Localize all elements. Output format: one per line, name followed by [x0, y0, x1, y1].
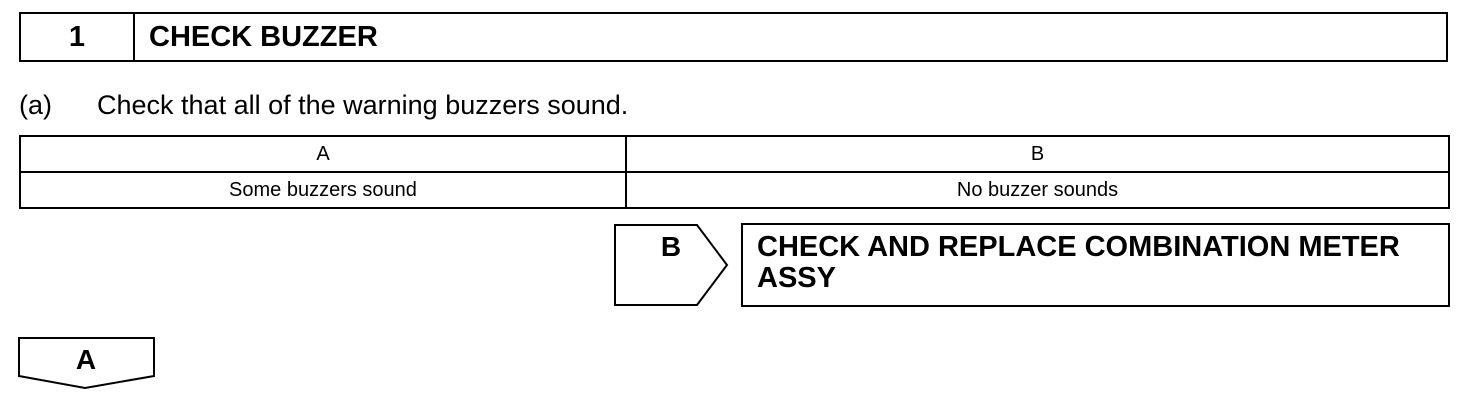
- branch-b: B CHECK AND REPLACE COMBINATION METER AS…: [613, 223, 1450, 307]
- branch-a-label: A: [75, 344, 97, 375]
- instruction-text: Check that all of the warning buzzers so…: [97, 90, 629, 120]
- action-box: CHECK AND REPLACE COMBINATION METER ASSY: [741, 223, 1450, 307]
- step-title: CHECK BUZZER: [149, 20, 378, 53]
- step-header: 1 CHECK BUZZER: [19, 12, 1448, 62]
- instruction: (a) Check that all of the warning buzzer…: [19, 90, 628, 121]
- table-header-row: A B: [19, 135, 1450, 173]
- action-text-line2: ASSY: [757, 262, 836, 294]
- table-header-a: A: [19, 135, 627, 173]
- result-table: A B Some buzzers sound No buzzer sounds: [19, 135, 1450, 209]
- step-number: 1: [21, 14, 135, 60]
- branch-a: A: [17, 336, 157, 392]
- table-header-b: B: [625, 135, 1450, 173]
- instruction-marker: (a): [19, 90, 52, 120]
- table-cell-b: No buzzer sounds: [625, 171, 1450, 209]
- table-cell-a: Some buzzers sound: [19, 171, 627, 209]
- arrow-down-icon: [18, 337, 155, 390]
- arrow-right-icon: [614, 224, 729, 306]
- action-text-line1: CHECK AND REPLACE COMBINATION METER: [757, 231, 1400, 263]
- branch-b-label: B: [660, 231, 682, 262]
- table-row: Some buzzers sound No buzzer sounds: [19, 171, 1450, 209]
